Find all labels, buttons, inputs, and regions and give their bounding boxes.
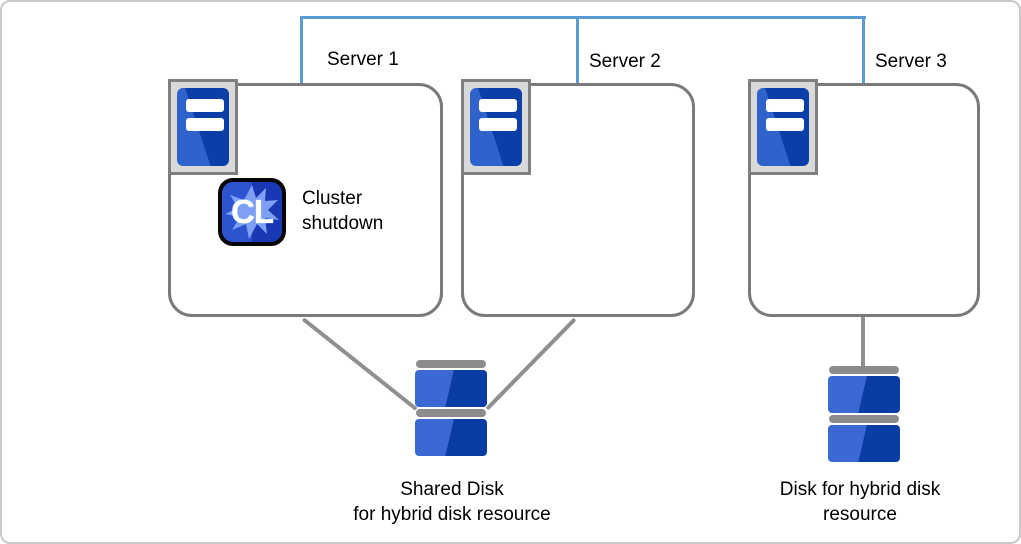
server3-label: Server 3 <box>875 51 947 72</box>
server-tower <box>757 88 809 166</box>
cluster-shutdown-label: Cluster shutdown <box>302 188 384 234</box>
interconnect-horizontal-line <box>300 16 866 19</box>
disk-cap <box>829 415 899 423</box>
hybrid-disk-icon <box>828 366 900 462</box>
connector-server1-to-shared-disk <box>301 317 418 411</box>
cluster-app-icon-text: CL <box>231 193 274 230</box>
hybrid-disk-label: Disk for hybrid disk resource <box>779 479 941 525</box>
disk-platter <box>415 370 487 407</box>
disk-cap <box>416 409 486 417</box>
server-icon <box>461 79 531 175</box>
server-slot <box>186 99 224 112</box>
cluster-app-icon: CL <box>218 178 286 246</box>
cluster-splat-shape <box>225 185 279 239</box>
server-icon <box>748 79 818 175</box>
server-slot <box>479 99 517 112</box>
disk-platter <box>415 419 487 456</box>
disk-platter <box>828 376 900 413</box>
server-slot <box>766 118 804 131</box>
server-slot <box>186 118 224 131</box>
connector-server3-to-hybrid-disk <box>861 316 865 368</box>
disk-cap <box>829 366 899 374</box>
server-icon <box>168 79 238 175</box>
server-slot <box>766 99 804 112</box>
shared-disk-label: Shared Disk for hybrid disk resource <box>353 479 551 525</box>
interconnect-drop-server3 <box>862 16 865 84</box>
disk-cap <box>416 360 486 368</box>
connector-server2-to-shared-disk <box>485 317 577 411</box>
server-tower <box>177 88 229 166</box>
interconnect-drop-server2 <box>576 16 579 84</box>
interconnect-drop-server1 <box>300 16 303 84</box>
server-slot <box>479 118 517 131</box>
server2-label: Server 2 <box>589 51 661 72</box>
server1-label: Server 1 <box>327 49 399 70</box>
disk-platter <box>828 425 900 462</box>
shared-disk-icon <box>415 360 487 456</box>
server-tower <box>470 88 522 166</box>
